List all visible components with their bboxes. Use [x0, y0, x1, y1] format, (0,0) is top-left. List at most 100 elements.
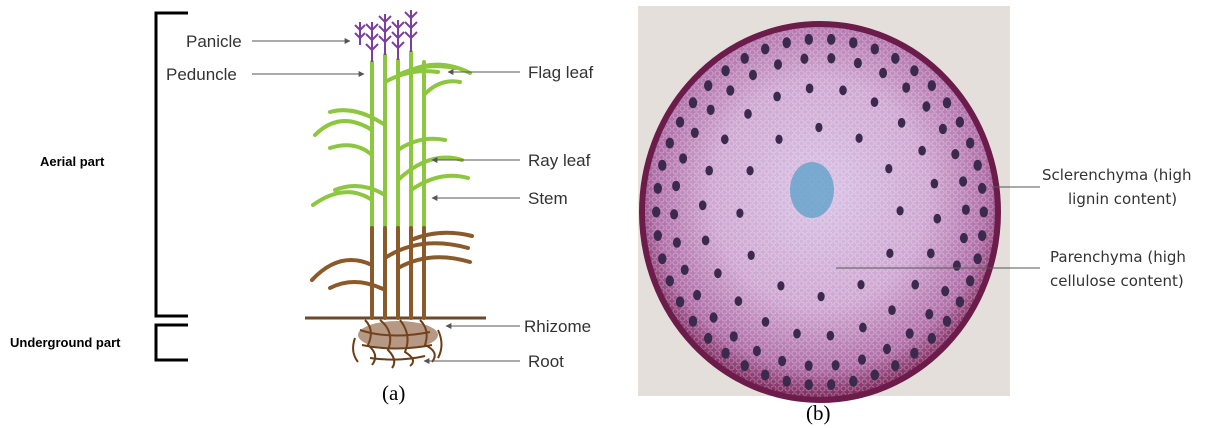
vascular-bundle [974, 253, 982, 264]
vascular-bundle [658, 160, 666, 171]
vascular-bundle [672, 181, 680, 191]
label-ray-leaf: Ray leaf [528, 151, 591, 170]
vascular-bundle [693, 290, 701, 300]
vascular-bundle [681, 265, 689, 275]
vascular-bundle [761, 370, 769, 381]
vascular-bundle [953, 260, 961, 270]
vascular-bundle [911, 280, 919, 290]
vascular-bundle [891, 53, 899, 64]
vascular-bundle [748, 251, 755, 260]
vascular-bundle [676, 296, 684, 307]
vascular-bundle [906, 328, 914, 338]
vascular-bundle [959, 176, 967, 186]
vascular-bundle [741, 53, 749, 64]
vascular-bundle [710, 312, 718, 322]
vascular-bundle [888, 305, 896, 315]
vascular-bundle [827, 331, 835, 341]
vascular-bundle [747, 166, 754, 175]
vascular-bundle [918, 146, 926, 156]
vascular-bundle [849, 37, 857, 48]
vascular-bundle [966, 138, 974, 149]
vascular-bundle [714, 268, 722, 278]
label-peduncle: Peduncle [166, 65, 237, 84]
vascular-bundle [974, 160, 982, 171]
vascular-bundle [721, 348, 729, 359]
vascular-bundle [951, 149, 959, 159]
vascular-bundle [931, 179, 939, 189]
vascular-bundle [871, 97, 879, 107]
vascular-bundle [928, 80, 936, 91]
vascular-bundle [741, 360, 749, 371]
panel-b: Sclerenchyma (high lignin content) Paren… [638, 6, 1192, 425]
vascular-bundle [827, 53, 835, 63]
vascular-bundle [885, 164, 892, 173]
vascular-bundle [666, 275, 674, 286]
vascular-bundle [854, 58, 862, 68]
center-stain [790, 162, 834, 218]
vascular-bundle [749, 70, 757, 80]
vascular-bundle [960, 233, 968, 243]
vascular-bundle [762, 317, 770, 327]
vascular-bundle [815, 123, 822, 132]
panel-a: Aerial part Underground part [10, 10, 593, 405]
vascular-bundle [652, 207, 660, 218]
vascular-bundle [943, 97, 951, 108]
vascular-bundle [721, 65, 729, 76]
vascular-bundle [778, 356, 786, 366]
vascular-bundle [793, 329, 801, 339]
label-stem: Stem [528, 189, 568, 208]
vascular-bundle [806, 84, 814, 94]
vascular-bundle [978, 183, 986, 194]
vascular-bundle [704, 333, 712, 344]
vascular-bundle [783, 376, 791, 387]
vascular-bundle [871, 44, 879, 55]
vascular-bundle [879, 68, 887, 78]
vascular-bundle [891, 360, 899, 371]
vascular-bundle [910, 348, 918, 359]
vascular-bundle [654, 183, 662, 194]
underground-part-label: Underground part [10, 335, 121, 350]
vascular-bundle [943, 316, 951, 327]
vascular-bundle [730, 331, 738, 341]
label-sclerenchyma-line2: lignin content) [1068, 190, 1177, 208]
vascular-bundle [941, 286, 949, 296]
vascular-bundle [670, 209, 678, 219]
vascular-bundle [805, 34, 813, 45]
label-parenchyma-line1: Parenchyma (high [1050, 248, 1186, 266]
caption-a: (a) [382, 381, 405, 405]
vascular-bundle [783, 37, 791, 48]
underground-bracket [156, 325, 188, 360]
aerial-bracket [156, 13, 188, 316]
vascular-bundle [857, 280, 864, 289]
vascular-bundle [925, 309, 933, 319]
vascular-bundle [934, 214, 942, 224]
vascular-bundle [897, 206, 904, 215]
vascular-bundle [774, 59, 782, 69]
vascular-bundle [827, 34, 835, 45]
vascular-bundle [928, 333, 936, 344]
vascular-bundle [858, 354, 866, 364]
vascular-bundle [705, 166, 713, 176]
vascular-bundle [886, 249, 893, 258]
vascular-bundle [978, 230, 986, 241]
vascular-bundle [689, 316, 697, 327]
vascular-bundle [980, 207, 988, 218]
vascular-bundle [775, 135, 782, 144]
vascular-bundle [744, 109, 752, 119]
vascular-bundle [673, 237, 681, 247]
vascular-bundle [761, 44, 769, 55]
vascular-bundle [939, 124, 947, 134]
vascular-bundle [849, 376, 857, 387]
vascular-bundle [736, 209, 743, 218]
vascular-bundle [773, 92, 781, 102]
label-root: Root [528, 352, 564, 371]
label-flag-leaf: Flag leaf [528, 63, 593, 82]
vascular-bundle [956, 117, 964, 128]
label-rhizome: Rhizome [524, 317, 591, 336]
vascular-bundle [735, 296, 743, 306]
aerial-part-label: Aerial part [40, 154, 105, 169]
vascular-bundle [883, 344, 891, 354]
vascular-bundle [922, 101, 930, 111]
vascular-bundle [704, 80, 712, 91]
